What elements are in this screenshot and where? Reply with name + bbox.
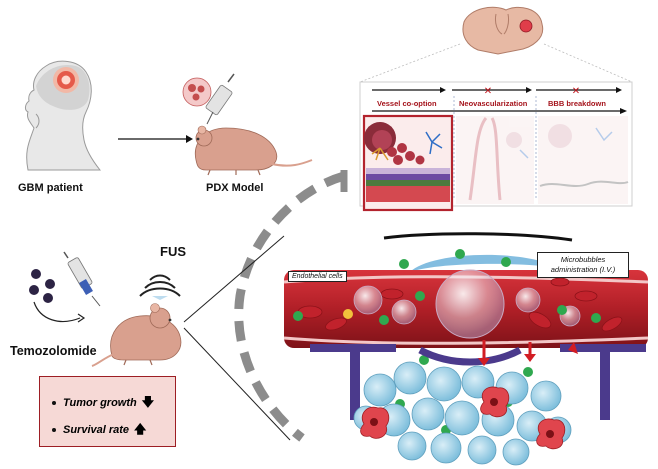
outcome-label: Tumor growth	[63, 397, 137, 409]
outcome-item: Tumor growth 🡇	[52, 393, 154, 414]
patient-label: GBM patient	[18, 182, 83, 194]
model-label: PDX Model	[206, 182, 264, 194]
arrow-up-icon: 🡅	[134, 422, 147, 436]
syringe-tumor-cells-icon	[182, 73, 235, 125]
treated-mouse-illustration	[91, 303, 182, 367]
svg-text:✕: ✕	[572, 86, 580, 97]
progression-panel: ✕ ✕	[359, 81, 633, 212]
red-blood-cells	[297, 277, 623, 332]
stage-label-neovascularization: Neovascularization	[459, 99, 528, 108]
outcome-item: Survival rate 🡅	[52, 420, 146, 441]
dying-tumor-cells	[360, 386, 566, 450]
outcome-box: Tumor growth 🡇 Survival rate 🡅	[39, 376, 176, 447]
astrocyte-endfeet	[310, 344, 646, 420]
arrow-patient-to-model	[118, 135, 193, 143]
drug-label: Temozolomide	[10, 344, 97, 358]
arrow-down-icon: 🡇	[141, 395, 155, 409]
stage-label-vessel-co-option: Vessel co-option	[377, 99, 437, 108]
pdx-mouse-illustration	[194, 125, 313, 176]
bullet-icon	[52, 428, 56, 433]
endothelial-cells-callout: Endothelial cells	[288, 271, 347, 282]
outcome-label: Survival rate	[63, 424, 130, 436]
svg-text:✕: ✕	[484, 86, 492, 97]
fus-label: FUS	[160, 244, 186, 259]
gbm-patient-illustration	[25, 60, 102, 171]
stage-label-bbb-breakdown: BBB breakdown	[548, 99, 606, 108]
ultrasound-waves-icon	[139, 274, 181, 300]
leakage-arrows	[478, 340, 578, 366]
microbubbles-callout: Microbubbles administration (I.V.)	[537, 252, 629, 278]
bullet-icon	[52, 401, 56, 406]
temozolomide-injection-icon	[29, 251, 101, 323]
dashed-connector-arc	[183, 170, 348, 442]
brain-section-icon	[359, 6, 633, 83]
microbubbles	[343, 269, 581, 339]
